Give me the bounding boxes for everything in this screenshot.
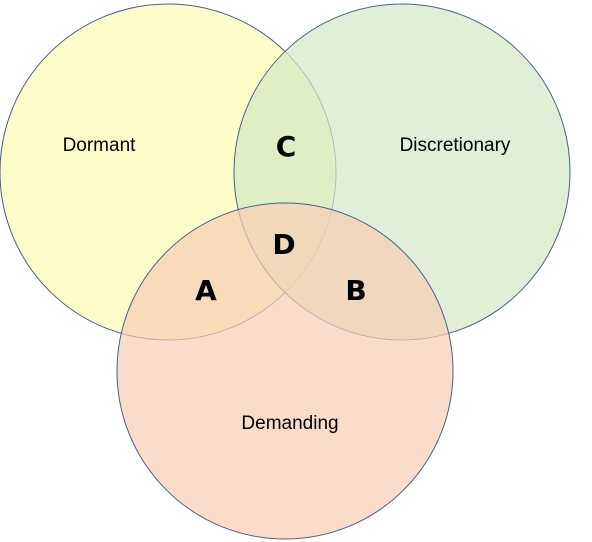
demanding-label: Demanding bbox=[241, 413, 338, 434]
region-label-c: C bbox=[276, 130, 297, 163]
dormant-label: Dormant bbox=[63, 135, 137, 156]
region-labels: C D A B bbox=[195, 130, 367, 307]
region-label-b: B bbox=[345, 274, 366, 307]
region-label-a: A bbox=[195, 274, 217, 307]
region-label-d: D bbox=[272, 228, 295, 261]
set-circles bbox=[0, 3, 571, 540]
demanding-circle bbox=[116, 202, 454, 540]
set-labels: Dormant Discretionary Demanding bbox=[63, 135, 511, 434]
discretionary-label: Discretionary bbox=[400, 135, 511, 156]
